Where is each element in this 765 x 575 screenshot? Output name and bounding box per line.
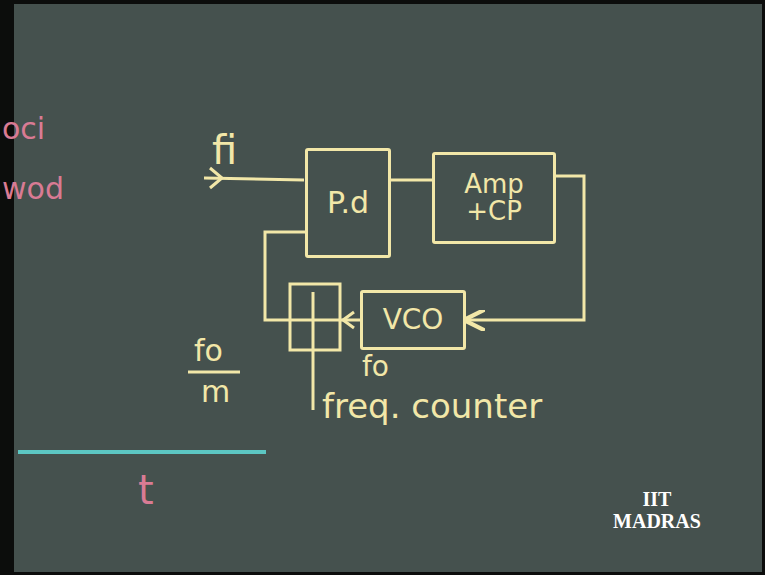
divisor: m: [201, 375, 230, 408]
partial-note: oci: [2, 112, 45, 145]
box-label: VCO: [383, 305, 444, 334]
box-label: P.d: [327, 187, 369, 219]
signal-wire: [391, 179, 432, 182]
vco-box: VCO: [360, 290, 466, 350]
fraction-bar: [188, 371, 240, 374]
variable-name: t: [138, 468, 154, 512]
signal-wire: [265, 232, 360, 320]
phase-detector-box: P.d: [305, 148, 391, 258]
partial-note: wod: [2, 172, 64, 205]
signal-name: fi: [212, 128, 237, 172]
divider-box: [290, 284, 340, 350]
signal-name: fo: [362, 352, 389, 383]
signal-name: fo: [194, 334, 223, 367]
box-label: Amp +CP: [435, 171, 553, 226]
watermark: IIT MADRAS: [612, 488, 702, 532]
counter-label: freq. counter: [322, 388, 542, 425]
amplifier-box: Amp +CP: [432, 152, 556, 244]
chalk-line: [18, 450, 266, 454]
chalkboard: [14, 4, 762, 572]
counter-lead: [312, 292, 315, 410]
